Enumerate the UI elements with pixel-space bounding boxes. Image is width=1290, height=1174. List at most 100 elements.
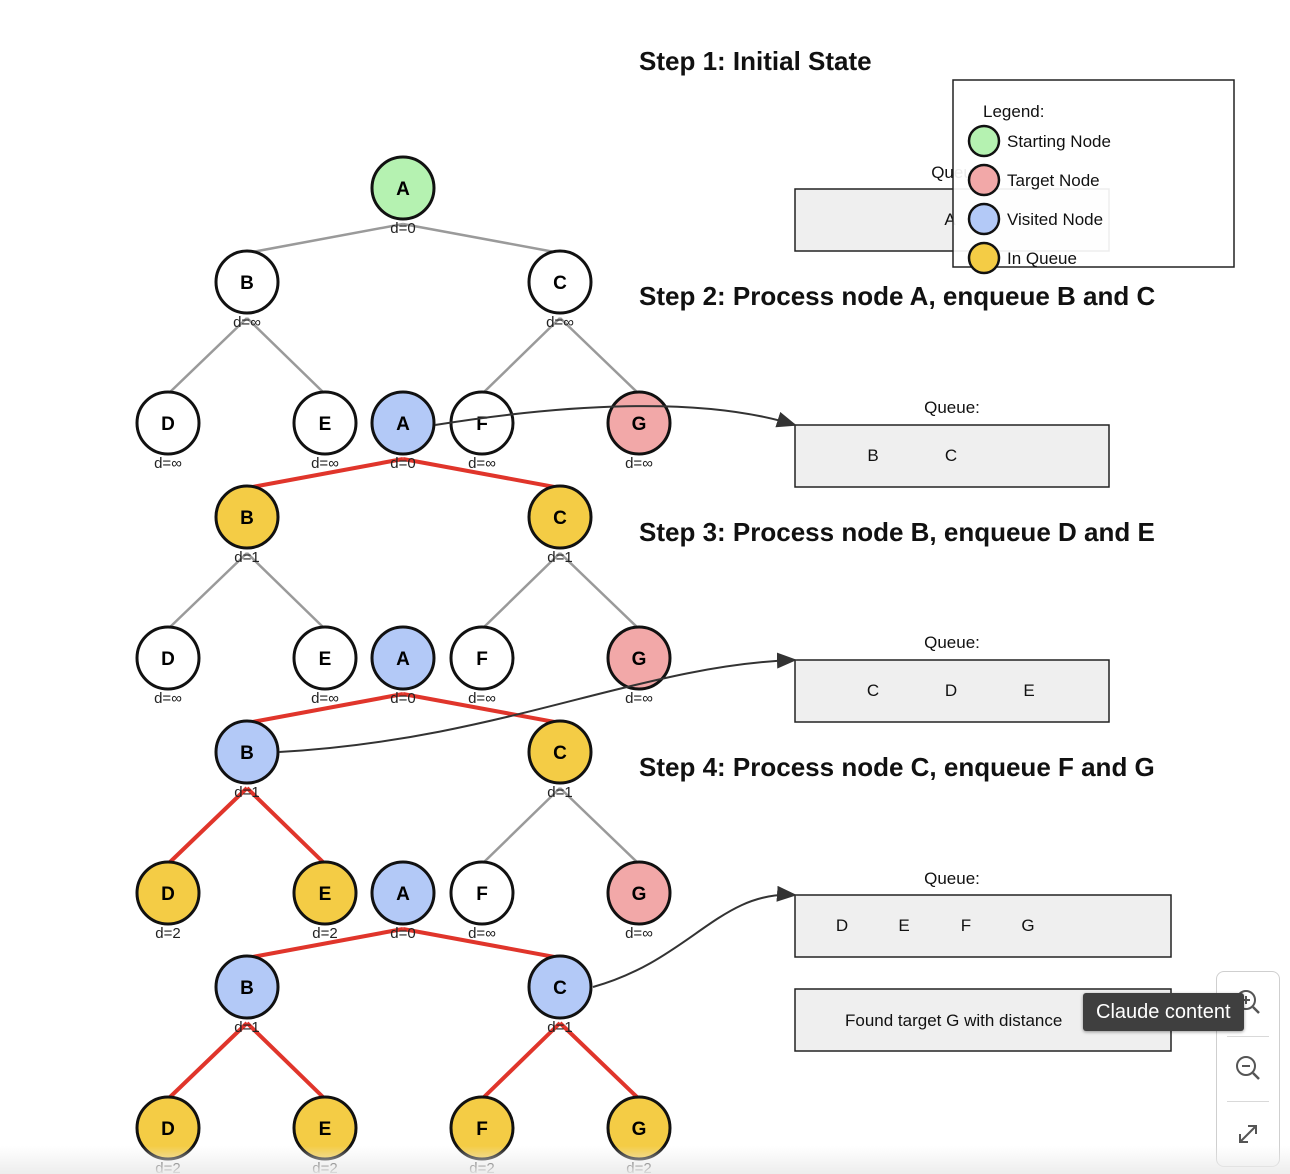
node-b-step-1: Bd=∞ <box>214 249 280 331</box>
node-d-step-3: Dd=2 <box>135 860 201 942</box>
queue-item: C <box>867 681 879 700</box>
node-c-step-3: Cd=1 <box>527 719 593 801</box>
edge-b-d-step-4 <box>166 1021 249 1101</box>
legend-title: Legend: <box>983 102 1044 121</box>
node-distance: d=∞ <box>468 690 496 707</box>
node-distance: d=∞ <box>311 690 339 707</box>
step-1-tree <box>167 222 640 395</box>
node-distance: d=∞ <box>233 314 261 331</box>
node-c-step-4: Cd=1 <box>527 954 593 1036</box>
queue-box <box>794 659 1110 723</box>
edge-c-g-step-4 <box>558 1021 641 1101</box>
zoom-out-icon[interactable] <box>1217 1040 1279 1096</box>
node-letter: C <box>553 743 567 764</box>
node-letter: E <box>319 414 332 435</box>
node-circle <box>527 484 593 550</box>
node-distance: d=∞ <box>625 925 653 942</box>
expand-icon[interactable] <box>1217 1106 1279 1162</box>
node-letter: E <box>319 649 332 670</box>
queue-item: D <box>945 681 957 700</box>
arrow-step-2 <box>434 405 797 428</box>
step-2-tree <box>167 457 640 630</box>
node-letter: F <box>476 649 488 670</box>
node-distance: d=∞ <box>468 925 496 942</box>
edge-b-e-step-1 <box>246 317 326 395</box>
legend-item-label: Visited Node <box>1007 210 1103 229</box>
node-circle <box>370 155 436 221</box>
node-circle <box>449 625 515 691</box>
edge-a-b-step-2 <box>246 457 404 490</box>
legend-swatch-visited <box>967 202 1001 236</box>
edge-c-f-step-1 <box>481 317 561 395</box>
edge-c-g-step-2 <box>559 552 640 630</box>
node-circle <box>370 860 436 926</box>
node-letter: B <box>240 978 254 999</box>
edge-a-b-step-4 <box>246 927 404 960</box>
edge-a-b-step-3 <box>246 692 404 725</box>
node-c-step-2: Cd=1 <box>527 484 593 566</box>
node-letter: D <box>161 649 175 670</box>
node-letter: F <box>476 884 488 905</box>
edge-c-f-step-2 <box>481 552 561 630</box>
arrow-step-3 <box>278 652 797 753</box>
node-circle <box>214 249 280 315</box>
edge-a-b-step-1 <box>246 222 404 255</box>
node-circle <box>370 390 436 456</box>
node-letter: B <box>240 743 254 764</box>
queue-label: Queue: <box>924 398 980 417</box>
node-e-step-3: Ed=2 <box>292 860 358 942</box>
queue-item: E <box>898 916 909 935</box>
edge-b-d-step-2 <box>167 552 248 630</box>
edge-b-e-step-3 <box>245 786 327 866</box>
node-circle <box>527 954 593 1020</box>
node-letter: A <box>396 179 410 200</box>
queue-item: F <box>961 916 971 935</box>
node-letter: D <box>161 1119 175 1140</box>
node-a-step-2: Ad=0 <box>370 390 436 472</box>
node-letter: B <box>240 508 254 529</box>
node-letter: C <box>553 978 567 999</box>
node-letter: E <box>319 884 332 905</box>
node-circle <box>527 249 593 315</box>
node-circle <box>214 954 280 1020</box>
node-circle <box>292 625 358 691</box>
node-distance: d=∞ <box>154 455 182 472</box>
node-circle <box>606 625 672 691</box>
edge-b-d-step-3 <box>166 786 249 866</box>
tooltip-claude-content: Claude content <box>1083 993 1244 1031</box>
node-distance: d=1 <box>234 549 259 566</box>
node-letter: D <box>161 884 175 905</box>
node-letter: A <box>396 414 410 435</box>
node-e-step-1: Ed=∞ <box>292 390 358 472</box>
queue-label: Queue: <box>924 633 980 652</box>
edge-c-f-step-4 <box>480 1021 562 1101</box>
node-g-step-3: Gd=∞ <box>606 860 672 942</box>
node-circle <box>135 390 201 456</box>
node-circle <box>370 625 436 691</box>
step-3-tree <box>166 692 640 866</box>
node-distance: d=1 <box>547 784 572 801</box>
node-g-step-1: Gd=∞ <box>606 390 672 472</box>
legend-box <box>952 79 1235 268</box>
node-distance: d=1 <box>234 784 259 801</box>
queue-box <box>794 424 1110 488</box>
queue-label: Queue: <box>924 869 980 888</box>
legend-swatch-target <box>967 163 1001 197</box>
node-distance: d=0 <box>390 690 415 707</box>
node-distance: d=0 <box>390 455 415 472</box>
queue-item: C <box>945 446 957 465</box>
step-1-title: Step 1: Initial State <box>639 46 872 76</box>
node-circle <box>214 719 280 785</box>
queue-box <box>794 894 1172 958</box>
step-4-tree <box>166 927 641 1101</box>
legend-item-label: Target Node <box>1007 171 1100 190</box>
node-letter: C <box>553 273 567 294</box>
node-d-step-2: Dd=∞ <box>135 625 201 707</box>
node-distance: d=∞ <box>546 314 574 331</box>
node-letter: G <box>632 649 647 670</box>
node-letter: A <box>396 649 410 670</box>
node-d-step-1: Dd=∞ <box>135 390 201 472</box>
node-a-step-4: Ad=0 <box>370 860 436 942</box>
